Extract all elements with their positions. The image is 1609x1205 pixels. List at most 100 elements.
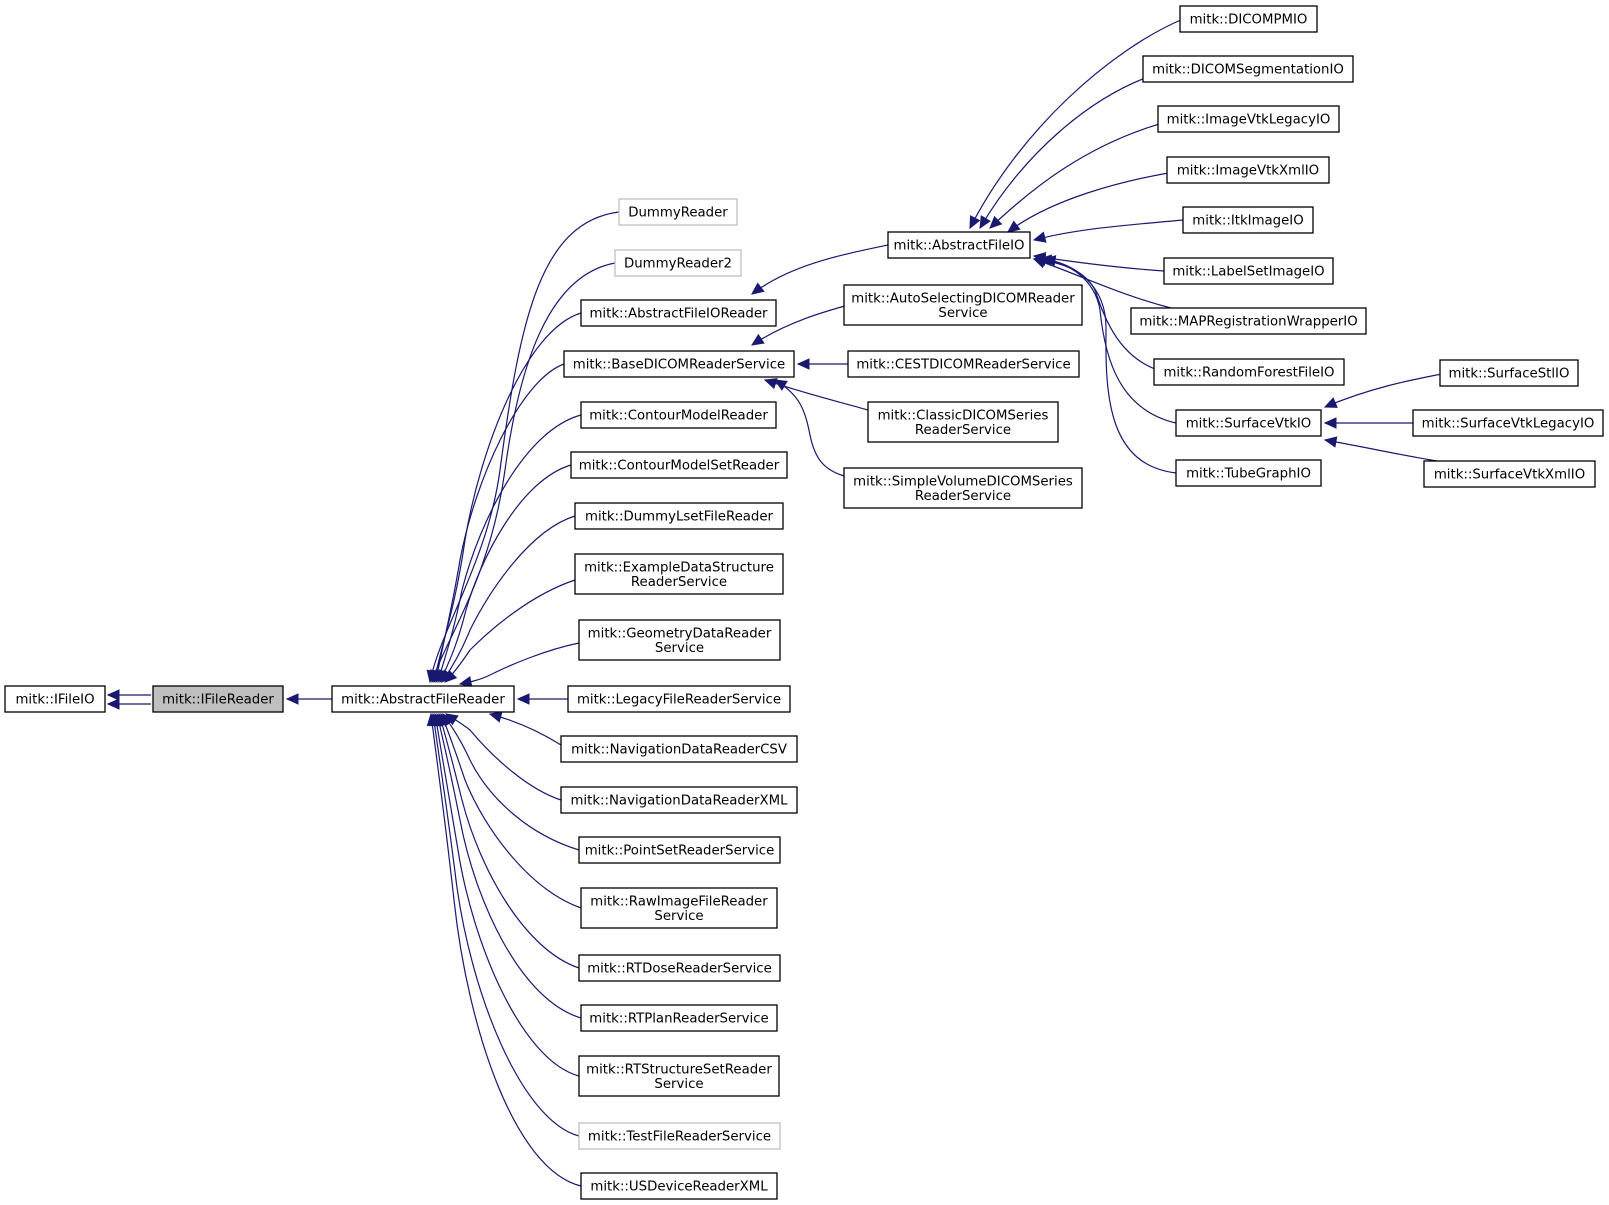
class-node-dummyreader[interactable]: DummyReader xyxy=(618,198,738,226)
class-box xyxy=(843,467,1083,509)
class-node-surfacevtkxmlio[interactable]: mitk::SurfaceVtkXmlIO xyxy=(1423,460,1596,488)
class-label: mitk::AbstractFileIO xyxy=(894,239,1025,254)
edge-line xyxy=(1033,219,1184,241)
class-label: Service xyxy=(655,641,704,656)
class-node-rtdosereaderservice[interactable]: mitk::RTDoseReaderService xyxy=(578,954,781,982)
inheritance-edge-to-abstractfileioreader xyxy=(751,244,889,295)
class-box xyxy=(578,1122,781,1150)
edge-line xyxy=(989,118,1179,229)
class-label: mitk::AbstractFileIOReader xyxy=(589,307,768,322)
edge-line xyxy=(437,414,582,683)
arrowhead-icon xyxy=(444,669,458,683)
class-node-tubegraphio[interactable]: mitk::TubeGraphIO xyxy=(1175,459,1322,487)
class-node-surfacestlio[interactable]: mitk::SurfaceStlIO xyxy=(1439,359,1579,387)
class-node-abstractfileio[interactable]: mitk::AbstractFileIO xyxy=(887,231,1031,259)
class-node-imagevtklegacyio[interactable]: mitk::ImageVtkLegacyIO xyxy=(1157,105,1340,133)
edge-line xyxy=(429,211,620,683)
class-box xyxy=(614,249,742,277)
edge-line xyxy=(434,713,580,1077)
class-node-contourmodelsetreader[interactable]: mitk::ContourModelSetReader xyxy=(570,451,788,479)
class-node-itkimageio[interactable]: mitk::ItkImageIO xyxy=(1182,206,1314,234)
arrowhead-icon xyxy=(1323,397,1338,408)
class-label: DummyReader2 xyxy=(624,257,732,272)
class-node-cestdicomreaderservice[interactable]: mitk::CESTDICOMReaderService xyxy=(847,350,1080,378)
class-label: mitk::DICOMPMIO xyxy=(1190,13,1308,28)
class-node-labelsetimageio[interactable]: mitk::LabelSetImageIO xyxy=(1163,257,1334,285)
class-label: mitk::NavigationDataReaderXML xyxy=(570,794,788,809)
inheritance-edge-to-abstractfilereader xyxy=(426,211,620,684)
class-node-dicompmio[interactable]: mitk::DICOMPMIO xyxy=(1179,5,1318,33)
edge-line xyxy=(489,713,562,746)
class-node-navigationdatareaderxml[interactable]: mitk::NavigationDataReaderXML xyxy=(560,786,798,814)
class-box xyxy=(1439,359,1579,387)
class-box xyxy=(1179,5,1318,33)
class-label: mitk::IFileIO xyxy=(15,693,94,708)
class-node-abstractfileioreader[interactable]: mitk::AbstractFileIOReader xyxy=(580,299,777,327)
arrowhead-icon xyxy=(106,698,120,710)
arrowhead-icon xyxy=(989,215,1003,229)
class-label: mitk::ClassicDICOMSeries xyxy=(878,408,1049,423)
class-label: mitk::LegacyFileReaderService xyxy=(577,693,781,708)
class-node-legacyfilereaderservice[interactable]: mitk::LegacyFileReaderService xyxy=(567,685,791,713)
class-node-randomforestfileio[interactable]: mitk::RandomForestFileIO xyxy=(1153,358,1345,386)
class-box xyxy=(887,231,1031,259)
arrowhead-icon xyxy=(458,676,473,688)
class-node-imagevtkxmlio[interactable]: mitk::ImageVtkXmlIO xyxy=(1166,156,1330,184)
class-node-dummyreader2[interactable]: DummyReader2 xyxy=(614,249,742,277)
class-node-dicomsegmentationio[interactable]: mitk::DICOMSegmentationIO xyxy=(1142,55,1354,83)
arrowhead-icon xyxy=(763,378,778,390)
arrowhead-icon xyxy=(516,693,530,705)
arrowhead-icon xyxy=(1032,231,1047,243)
class-box xyxy=(1153,358,1345,386)
class-box xyxy=(560,735,798,763)
class-node-mapregistrationwrapperio[interactable]: mitk::MAPRegistrationWrapperIO xyxy=(1130,307,1367,335)
edge-line xyxy=(432,713,580,1137)
class-node-rtplanreaderservice[interactable]: mitk::RTPlanReaderService xyxy=(580,1004,778,1032)
class-label: mitk::SurfaceVtkIO xyxy=(1186,417,1312,432)
inheritance-edge-to-abstractfileio xyxy=(1007,169,1188,233)
inheritance-edge-to-abstractfilereader xyxy=(444,713,562,801)
class-node-surfacevtkio[interactable]: mitk::SurfaceVtkIO xyxy=(1175,409,1322,437)
class-box xyxy=(1423,460,1596,488)
class-label: mitk::ImageVtkLegacyIO xyxy=(1167,113,1331,128)
inheritance-edge-to-abstractfileio xyxy=(969,18,1184,230)
edge-line xyxy=(751,244,889,295)
class-label: mitk::BaseDICOMReaderService xyxy=(573,358,785,373)
class-node-contourmodelreader[interactable]: mitk::ContourModelReader xyxy=(580,401,777,429)
class-node-testfilereaderservice[interactable]: mitk::TestFileReaderService xyxy=(578,1122,781,1150)
class-box xyxy=(563,350,795,378)
class-node-ifilereader: mitk::IFileReader xyxy=(152,685,284,713)
class-node-simplevolumedicomseriesreaderservice[interactable]: mitk::SimpleVolumeDICOMSeriesReaderServi… xyxy=(843,467,1083,509)
edge-line xyxy=(439,464,572,683)
class-label: mitk::RawImageFileReader xyxy=(590,894,768,909)
arrowhead-icon xyxy=(285,693,299,705)
class-label: Service xyxy=(654,1077,703,1092)
class-node-navigationdatareadercsv[interactable]: mitk::NavigationDataReaderCSV xyxy=(560,735,798,763)
class-box xyxy=(580,1172,778,1200)
class-node-surfacevtklegacyio[interactable]: mitk::SurfaceVtkLegacyIO xyxy=(1412,409,1604,437)
class-node-abstractfilereader[interactable]: mitk::AbstractFileReader xyxy=(331,685,515,713)
class-box xyxy=(580,401,777,429)
class-node-basedicomreaderservice[interactable]: mitk::BaseDICOMReaderService xyxy=(563,350,795,378)
class-label: ReaderService xyxy=(631,575,727,590)
class-box xyxy=(1175,409,1322,437)
edge-line xyxy=(436,713,582,1019)
class-node-dummylsetfilereader[interactable]: mitk::DummyLsetFileReader xyxy=(574,502,784,530)
inheritance-edge-to-abstractfileio xyxy=(979,68,1174,230)
class-box xyxy=(574,553,784,595)
class-label: mitk::TestFileReaderService xyxy=(588,1130,771,1145)
class-node-ifileio[interactable]: mitk::IFileIO xyxy=(4,685,106,713)
class-box xyxy=(580,1004,778,1032)
arrowhead-icon xyxy=(751,282,765,295)
class-node-usdevicereaderxml[interactable]: mitk::USDeviceReaderXML xyxy=(580,1172,778,1200)
inheritance-edges xyxy=(106,18,1448,1187)
class-node-pointsetreaderservice[interactable]: mitk::PointSetReaderService xyxy=(578,836,781,864)
edge-line xyxy=(435,363,565,683)
class-label: mitk::IFileReader xyxy=(162,693,274,708)
